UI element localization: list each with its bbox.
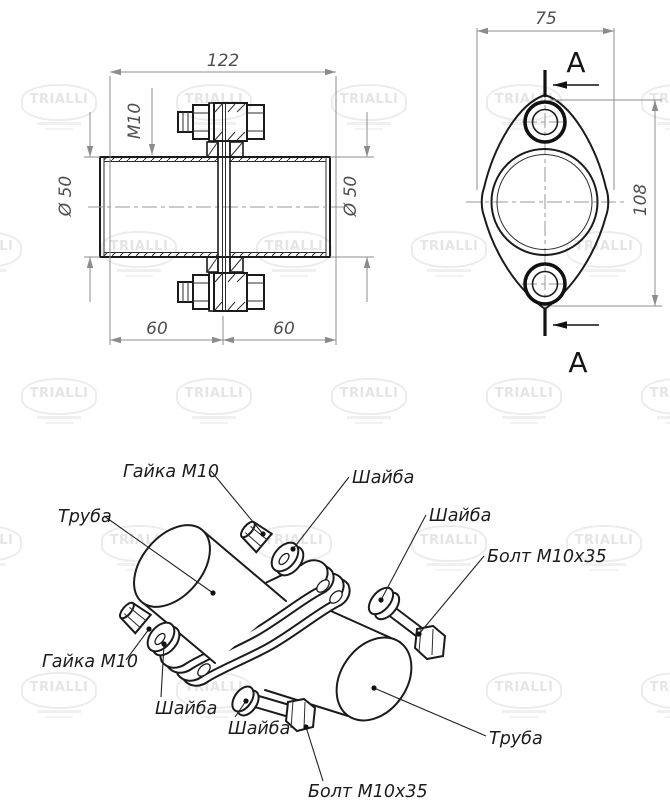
dim-d50-right-text: Ø 50 — [341, 176, 361, 217]
label-pipe-right: Труба — [489, 729, 543, 749]
label-bolt-right: Болт М10х35 — [487, 547, 607, 567]
flange-front-view: 75 108 A A — [466, 9, 662, 379]
dim-60-left-text: 60 — [146, 319, 168, 339]
dim-d50-left: Ø 50 — [56, 112, 100, 302]
dim-d50-right: Ø 50 — [330, 112, 374, 302]
dim-m10: M10 — [125, 88, 156, 155]
flange-joint — [206, 141, 244, 273]
label-bolt-bottom: Болт М10х35 — [308, 782, 428, 802]
bolt-hole-bottom — [523, 262, 567, 306]
dim-m10-text: M10 — [125, 103, 145, 139]
dim-75-text: 75 — [535, 9, 557, 29]
bolt-assembly-bottom — [177, 272, 265, 312]
side-view: 122 M10 Ø 50 Ø 50 — [56, 51, 374, 345]
dim-122-text: 122 — [207, 51, 239, 71]
iso-bolt-right — [367, 586, 447, 661]
dim-d50-left-text: Ø 50 — [56, 176, 76, 217]
iso-bolt-bottom — [231, 685, 317, 733]
label-nut-bottom: Гайка М10 — [42, 652, 138, 672]
pipe-bore-inner — [496, 154, 593, 250]
pipe-bore-outer — [490, 148, 599, 256]
iso-washer-nut-bottom — [119, 601, 181, 657]
label-washer-bottom-left: Шайба — [155, 699, 217, 719]
iso-pipe-right — [264, 606, 413, 722]
dim-75: 75 — [476, 9, 615, 190]
section-letter-top: A — [566, 46, 585, 79]
section-mark-top: A — [543, 46, 599, 97]
label-washer-bottom-mid: Шайба — [228, 719, 290, 739]
label-washer-top-left: Шайба — [352, 468, 414, 488]
dim-122: 122 — [109, 51, 337, 345]
label-pipe-left: Труба — [58, 507, 112, 527]
iso-leaders — [103, 470, 487, 782]
dim-108-text: 108 — [631, 184, 651, 217]
section-letter-bottom: A — [568, 346, 587, 379]
dim-60-right-text: 60 — [273, 319, 295, 339]
section-mark-bottom: A — [543, 309, 599, 379]
dim-108: 108 — [550, 99, 662, 307]
dim-60-60: 60 60 — [110, 316, 336, 345]
bolt-assembly-top — [177, 102, 265, 142]
label-washer-top-right: Шайба — [429, 506, 491, 526]
label-nut-top: Гайка М10 — [123, 462, 219, 482]
isometric-view: Гайка М10 Труба Шайба Шайба Болт М10х35 … — [42, 462, 607, 802]
pipe-side — [88, 156, 344, 258]
